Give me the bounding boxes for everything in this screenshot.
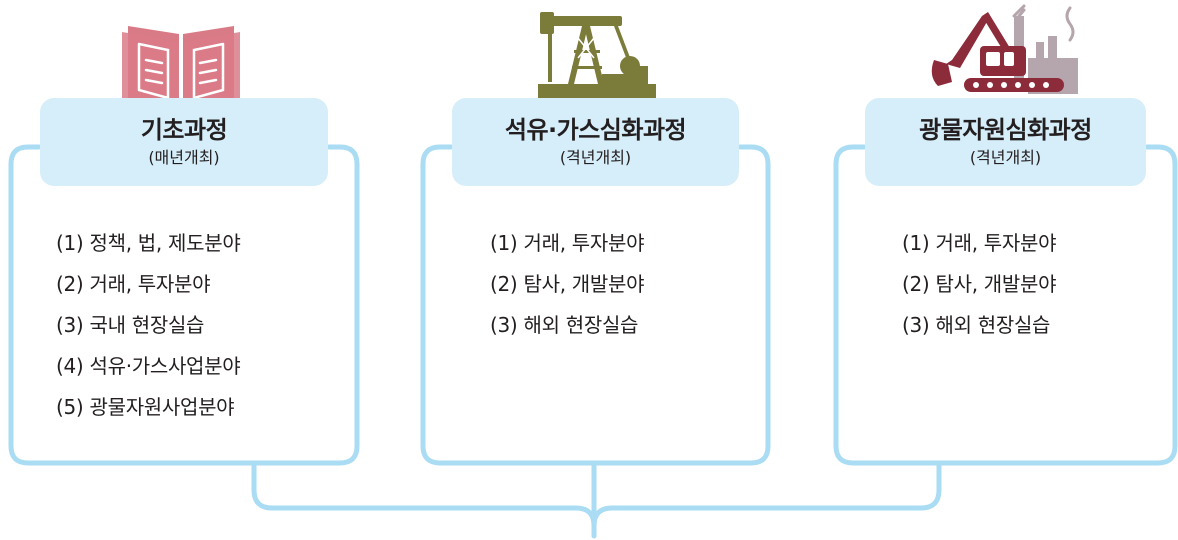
frame-basic-course: [8, 144, 360, 466]
list-item: (1) 거래, 투자분야: [902, 231, 1057, 255]
list-item: (2) 거래, 투자분야: [56, 272, 211, 296]
course-title: 광물자원심화과정: [919, 116, 1092, 144]
course-schedule: (매년개최): [148, 148, 220, 167]
course-title: 기초과정: [140, 116, 228, 144]
list-item: (4) 석유·가스사업분야: [56, 354, 241, 378]
mineral-course-header: 광물자원심화과정 (격년개최): [865, 98, 1146, 186]
list-item: (5) 광물자원사업분야: [56, 395, 235, 419]
list-item: (2) 탐사, 개발분야: [490, 272, 645, 296]
book-icon: [122, 26, 240, 110]
excavator-factory-icon: [931, 4, 1078, 94]
mineral-course-items: (1) 거래, 투자분야 (2) 탐사, 개발분야 (3) 해외 현장실습: [902, 223, 1057, 346]
course-schedule: (격년개최): [969, 148, 1042, 167]
list-item: (3) 해외 현장실습: [902, 313, 1051, 337]
oil-gas-course-header: 석유·가스심화과정 (격년개최): [452, 98, 739, 186]
course-title: 석유·가스심화과정: [504, 116, 687, 144]
oil-gas-course-items: (1) 거래, 투자분야 (2) 탐사, 개발분야 (3) 해외 현장실습: [490, 223, 645, 346]
frame-mineral-course: [833, 144, 1178, 466]
list-item: (3) 국내 현장실습: [56, 313, 205, 337]
list-item: (1) 정책, 법, 제도분야: [56, 231, 241, 255]
list-item: (1) 거래, 투자분야: [490, 231, 645, 255]
course-schedule: (격년개최): [559, 148, 632, 167]
oil-pumpjack-icon: [538, 12, 656, 100]
basic-course-items: (1) 정책, 법, 제도분야 (2) 거래, 투자분야 (3) 국내 현장실습…: [56, 223, 241, 428]
bracket-connector: [251, 460, 942, 539]
list-item: (2) 탐사, 개발분야: [902, 272, 1057, 296]
basic-course-header: 기초과정 (매년개최): [40, 98, 328, 186]
list-item: (3) 해외 현장실습: [490, 313, 639, 337]
